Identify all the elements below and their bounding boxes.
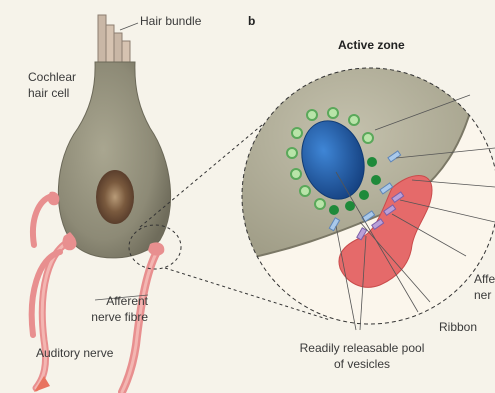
rrp-label-line1: Readily releasable pool	[292, 341, 432, 356]
nucleus	[96, 170, 134, 224]
afferent-nerve-fibre-label-line1: Afferent	[58, 294, 148, 309]
hair-bundle	[98, 15, 130, 67]
cochlear-hair-cell-label-line1: Cochlear	[28, 70, 76, 85]
hair-bundle-label: Hair bundle	[140, 14, 201, 29]
cochlear-hair-cell-body	[58, 62, 170, 258]
afferent-nerve-fibre-label-line2: nerve fibre	[58, 310, 148, 325]
afferent-clipped-label-line2: ner	[474, 288, 491, 303]
afferent-clipped-label-line1: Affe	[474, 272, 495, 287]
afferent-bouton-upper	[48, 192, 60, 206]
afferent-bouton-right	[148, 242, 164, 255]
rrp-label-line2: of vesicles	[292, 357, 432, 372]
ribbon-label: Ribbon	[439, 320, 477, 335]
cochlear-hair-cell-label-line2: hair cell	[28, 86, 69, 101]
auditory-nerve-label: Auditory nerve	[36, 346, 113, 361]
active-zone-title: Active zone	[338, 38, 405, 53]
panel-letter: b	[248, 14, 255, 29]
active-zone-zoom	[240, 66, 495, 326]
